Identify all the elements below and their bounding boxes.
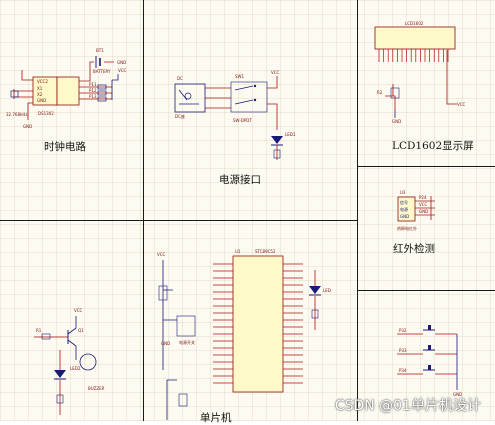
power-interface-title: 电源接口 [219, 174, 261, 186]
divider-horizontal-right-1 [357, 166, 495, 167]
ir-section-title: 红外检测 [393, 243, 435, 255]
svg-text:LED1: LED1 [285, 132, 296, 137]
power-led [271, 136, 283, 146]
svg-text:LED2: LED2 [70, 366, 81, 371]
svg-text:热释电红外: 热释电红外 [397, 225, 417, 231]
svg-text:SW1: SW1 [235, 74, 244, 79]
svg-text:VCC: VCC [74, 308, 83, 313]
mcu-section-title: 单片机 [200, 412, 232, 424]
svg-text:GND: GND [400, 214, 409, 219]
svg-text:STC89C52: STC89C52 [255, 249, 276, 254]
crystal-label: 32.768kHz [6, 112, 27, 117]
svg-text:P12: P12 [89, 88, 97, 93]
dc-jack [174, 83, 206, 113]
svg-text:信号: 信号 [400, 199, 408, 205]
svg-text:R1: R1 [36, 328, 42, 333]
svg-text:电源开关: 电源开关 [179, 339, 195, 345]
lcd-pins [378, 49, 449, 62]
svg-text:LCD1602: LCD1602 [405, 21, 424, 26]
svg-text:VCC: VCC [118, 68, 127, 73]
csdn-watermark: CSDN @01单片机设计 [334, 398, 481, 414]
ir-module [397, 196, 416, 222]
svg-text:P34: P34 [399, 368, 407, 373]
svg-text:电源: 电源 [400, 206, 408, 212]
svg-text:LED: LED [323, 288, 331, 293]
mcu-circuit: U1 STC89C52 VCC 电源开关 GND LED [157, 249, 331, 420]
svg-text:U3: U3 [400, 190, 406, 195]
clock-circuit: VCC2 X1 X2 GND VCC1 SCLK I/O RST DS1302 … [6, 48, 127, 129]
battery-label: BATTERY [93, 69, 111, 74]
ir-circuit: U3 信号 电源 GND P24 VCC GND 热释电红外 [397, 190, 435, 231]
svg-text:GND: GND [419, 209, 428, 214]
svg-text:VCC: VCC [457, 102, 466, 107]
svg-text:DC座: DC座 [175, 113, 185, 119]
svg-text:R2: R2 [377, 90, 383, 95]
ds1302-chip: VCC2 X1 X2 GND VCC1 SCLK I/O RST [32, 76, 80, 106]
svg-text:VCC: VCC [271, 70, 280, 75]
dpdt-switch [230, 81, 268, 113]
svg-text:P33: P33 [399, 348, 407, 353]
divider-horizontal-right-2 [357, 290, 495, 291]
divider-top-left-vertical [143, 0, 144, 220]
svg-text:GND: GND [453, 392, 462, 397]
svg-text:X1: X1 [37, 86, 43, 91]
svg-text:DC: DC [177, 76, 183, 81]
svg-text:P32: P32 [399, 328, 407, 333]
lcd1602-module [374, 26, 456, 50]
svg-text:P24: P24 [419, 195, 427, 200]
key-2 [397, 345, 457, 355]
svg-text:VCC: VCC [419, 202, 428, 207]
keys-circuit: P32 P33 P34 GND [397, 325, 462, 397]
clock-circuit-title: 时钟电路 [44, 141, 86, 153]
ds1302-label: DS1302 [38, 111, 54, 116]
mcu-left-pins [213, 263, 233, 384]
key-3 [397, 365, 457, 375]
svg-text:GND: GND [392, 119, 401, 124]
svg-text:X2: X2 [37, 92, 43, 97]
svg-text:P13: P13 [89, 94, 97, 99]
svg-text:GND: GND [23, 124, 32, 129]
svg-text:VCC: VCC [157, 252, 166, 257]
lcd-section-title: LCD1602显示屏 [392, 140, 474, 152]
svg-text:VCC2: VCC2 [37, 79, 48, 84]
svg-text:P11: P11 [89, 82, 97, 87]
svg-text:GND: GND [161, 341, 170, 346]
svg-text:GND: GND [37, 98, 46, 103]
divider-bottom-left-vertical [143, 220, 144, 421]
key-1 [397, 325, 457, 335]
divider-top-right-vertical [357, 0, 358, 421]
svg-text:Q1: Q1 [78, 328, 84, 333]
buzzer-circuit: R1 VCC Q1 BUZZER LED2 [34, 308, 105, 415]
svg-text:BUZZER: BUZZER [88, 386, 105, 391]
mcu-right-pins [283, 263, 303, 384]
svg-text:BT1: BT1 [96, 48, 104, 53]
power-circuit: DC DC座 SW1 SW-DPDT VCC LED1 [174, 70, 296, 160]
lcd-circuit: LCD1602 R2 GND VCC [374, 21, 466, 124]
svg-text:GND: GND [117, 60, 126, 65]
stc89c52-chip [232, 255, 284, 393]
divider-horizontal-main [0, 220, 357, 221]
svg-text:U1: U1 [235, 249, 241, 254]
switch-label: SW-DPDT [233, 118, 252, 123]
